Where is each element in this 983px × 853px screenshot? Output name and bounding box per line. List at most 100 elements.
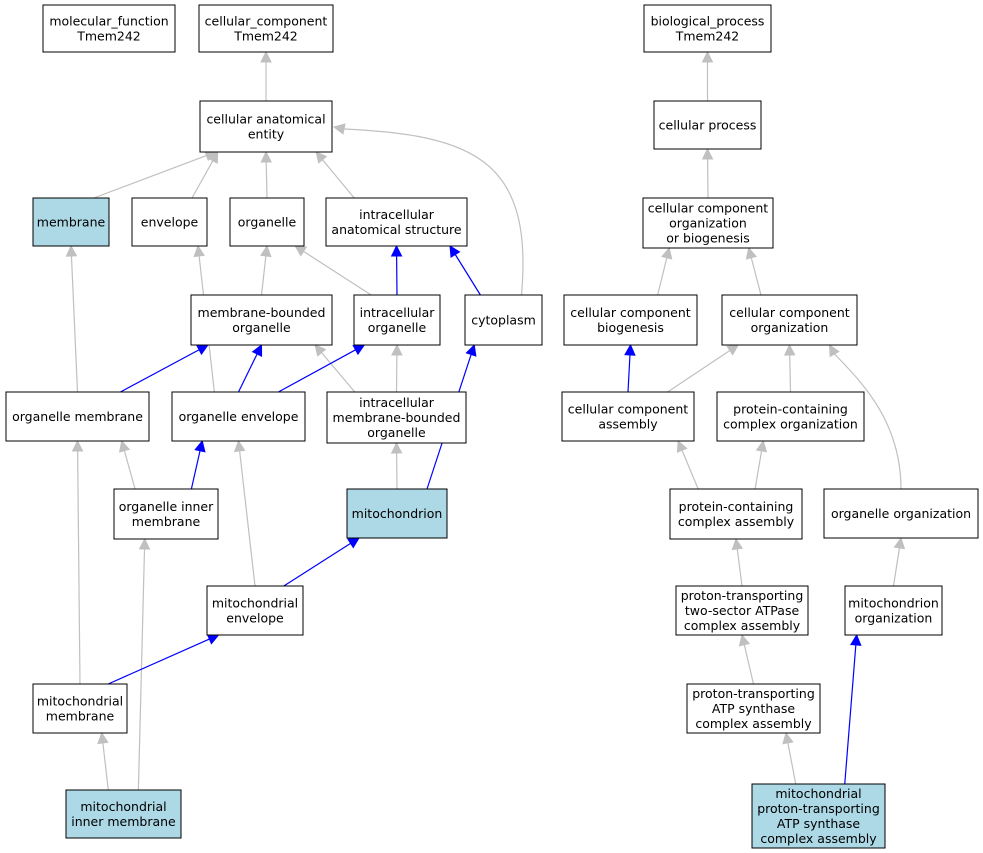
- edge-cca-to-cco: [667, 350, 731, 393]
- node-box: [42, 4, 176, 53]
- edge-mptas-to-mo: [844, 644, 857, 785]
- node-label-line: or biogenesis: [666, 231, 750, 246]
- go-term-node-oo[interactable]: organelle organization: [823, 488, 979, 539]
- go-term-node-envelope[interactable]: envelope: [131, 197, 208, 247]
- node-label-line: mitochondrion: [352, 506, 443, 521]
- node-label-line: ATP synthase: [712, 701, 796, 716]
- node-box: [721, 294, 858, 346]
- edge-om-to-membrane: [70, 255, 79, 393]
- node-label-line: mitochondrial: [212, 596, 298, 611]
- edge-arrowhead: [260, 150, 273, 163]
- edge-line: [667, 350, 731, 393]
- edge-line: [743, 644, 755, 685]
- node-box: [686, 683, 821, 734]
- node-label-line: complex organization: [723, 417, 858, 432]
- node-box: [32, 683, 128, 734]
- node-label-line: intracellular: [360, 305, 436, 320]
- edge-arrowhead: [391, 343, 403, 356]
- node-label-line: membrane: [132, 514, 201, 529]
- edge-arrowhead: [138, 537, 151, 550]
- go-term-node-cytoplasm[interactable]: cytoplasm: [464, 294, 543, 346]
- edge-line: [260, 255, 267, 296]
- node-box: [206, 585, 304, 636]
- edge-envelope-to-cae: [191, 160, 214, 199]
- edge-arrowhead: [260, 50, 272, 63]
- edge-mbo-to-organelle: [260, 255, 267, 296]
- edge-line: [239, 450, 256, 587]
- node-label-line: complex assembly: [695, 716, 812, 731]
- edge-arrowhead: [315, 151, 328, 164]
- node-label-line: inner membrane: [71, 814, 176, 829]
- edge-arrowhead: [738, 633, 751, 647]
- go-term-node-cellular-process[interactable]: cellular process: [653, 100, 762, 150]
- go-term-node-mito[interactable]: mitochondrion: [346, 488, 448, 539]
- node-box: [675, 585, 809, 636]
- edge-line: [454, 254, 481, 296]
- edge-ccb-to-ccob: [657, 257, 668, 296]
- node-label-line: mitochondrial: [775, 786, 861, 801]
- node-label-line: complex assembly: [684, 618, 801, 633]
- node-box: [844, 585, 943, 636]
- go-term-node-membrane[interactable]: membrane: [32, 197, 110, 247]
- node-label-line: membrane-bounded: [198, 305, 326, 320]
- go-term-node-oe[interactable]: organelle envelope: [171, 391, 306, 442]
- node-label-line: cellular component: [648, 201, 768, 216]
- edge-arrowhead: [390, 244, 403, 257]
- edge-line: [107, 638, 210, 685]
- edge-line: [627, 354, 631, 393]
- edge-line: [70, 255, 79, 393]
- edge-line: [77, 450, 81, 685]
- node-label-line: cellular component: [568, 402, 688, 417]
- edge-pcca-to-pcco: [754, 450, 763, 490]
- edge-line: [754, 450, 763, 490]
- node-box: [563, 294, 698, 346]
- edge-io-to-organelle: [303, 250, 372, 296]
- edge-membrane-to-cae: [93, 154, 207, 199]
- edge-line: [278, 349, 356, 393]
- edge-arrowhead: [465, 343, 477, 357]
- node-box: [171, 391, 306, 442]
- node-label-line: Tmem242: [675, 29, 740, 44]
- go-term-node-organelle[interactable]: organelle: [229, 197, 305, 247]
- edge-imbo-to-mbo: [321, 352, 356, 393]
- node-box: [464, 294, 543, 346]
- edge-mm-to-om: [77, 450, 81, 685]
- edge-oim-to-oe: [190, 450, 201, 490]
- edge-arrowhead: [701, 50, 714, 63]
- node-label-line: complex assembly: [760, 831, 877, 846]
- node-box: [325, 197, 468, 247]
- edge-mm-to-me: [107, 638, 210, 685]
- edge-line: [265, 161, 268, 199]
- edge-line: [93, 154, 207, 199]
- node-label-line: two-sector ATPase: [685, 603, 800, 618]
- node-label-line: organization: [855, 611, 933, 626]
- node-label-line: intracellular: [359, 395, 435, 410]
- edge-cco-to-ccob: [750, 257, 762, 296]
- go-term-node-om[interactable]: organelle membrane: [5, 391, 150, 442]
- edge-arrowhead: [206, 633, 220, 645]
- edge-arrowhead: [390, 441, 403, 454]
